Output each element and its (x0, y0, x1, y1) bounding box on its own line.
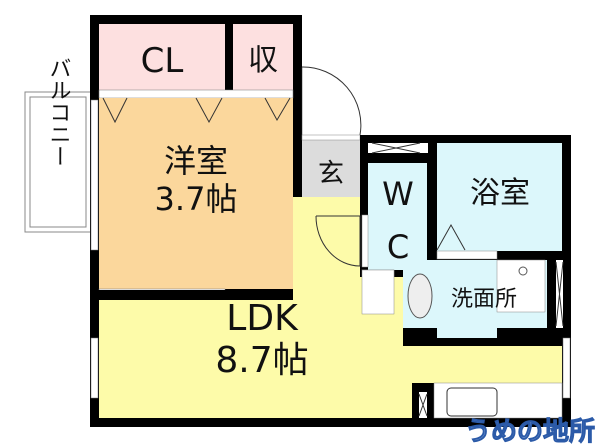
window (562, 337, 571, 399)
kitchen-sink (446, 387, 498, 417)
toilet-label-bottom: C (387, 228, 409, 266)
closet-door-marks (102, 97, 291, 124)
toilet-label-top: W (382, 175, 414, 213)
toilet (368, 163, 427, 270)
storage-label: 収 (248, 43, 278, 78)
watermark: うめの地所 (465, 417, 595, 445)
bathroom-label: 浴室 (470, 176, 530, 211)
interior-door (315, 215, 361, 267)
ldk-label: LDK (226, 298, 299, 339)
western-room-size: 3.7帖 (155, 180, 238, 218)
entrance (302, 135, 360, 197)
washroom-label: 洗面所 (451, 287, 517, 312)
bathroom (437, 143, 562, 251)
wash-basin (407, 273, 433, 319)
entrance-door (301, 66, 362, 136)
window (90, 99, 99, 251)
balcony-label: バルコニー (46, 57, 71, 167)
ldk (99, 197, 562, 418)
storage (233, 24, 293, 90)
entrance-label: 玄 (318, 159, 344, 189)
western-room-label: 洋室 (164, 142, 228, 180)
closet-label: CL (141, 41, 184, 81)
window (90, 337, 99, 399)
ldk-size: 8.7帖 (215, 340, 308, 381)
balcony: バルコニー (24, 57, 92, 233)
western-room (99, 98, 293, 289)
closet (99, 24, 225, 90)
